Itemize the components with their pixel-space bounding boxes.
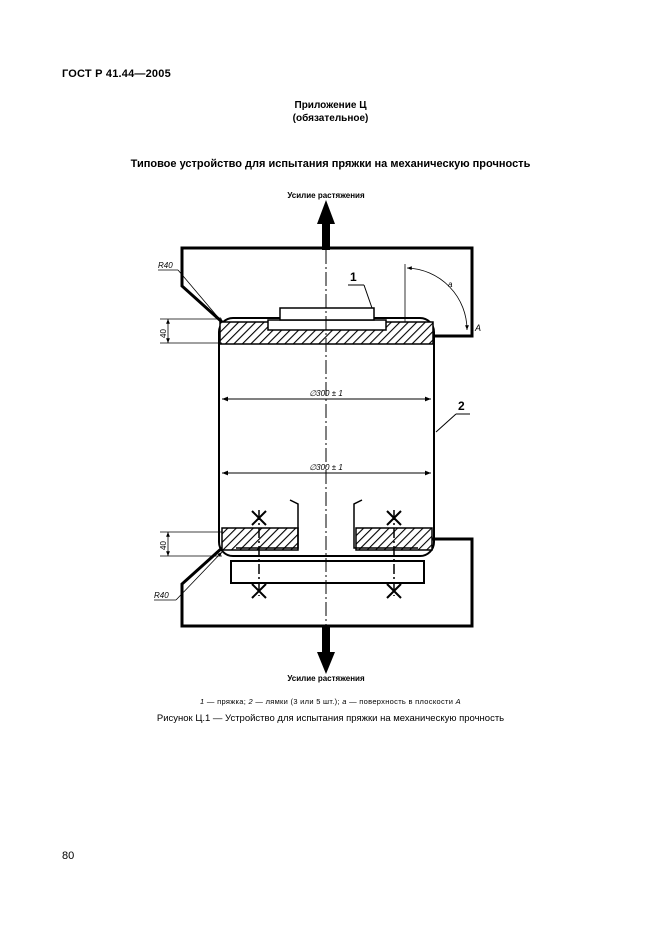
legend-num-A: A xyxy=(455,697,461,706)
legend-num-1: 1 xyxy=(200,697,205,706)
page-number: 80 xyxy=(62,850,75,862)
bolt-left xyxy=(251,510,267,599)
figure-legend: 1 — пряжка; 2 — лямки (3 или 5 шт.); a —… xyxy=(0,697,661,706)
bottom-plate xyxy=(230,560,425,584)
thickness-label-bottom: 40 xyxy=(159,541,168,550)
legend-text-a: — поверхность в плоскости xyxy=(346,697,456,706)
thickness-label-top: 40 xyxy=(159,329,168,338)
diameter-label-top: ∅300 ± 1 xyxy=(309,389,343,398)
strap-end-right xyxy=(353,499,418,549)
plane-label: A xyxy=(474,323,481,333)
strap-end-left xyxy=(236,499,299,549)
r40-bottom-leader xyxy=(175,551,223,601)
appendix-heading: Приложение Ц (обязательное) xyxy=(0,99,661,125)
appendix-title: Приложение Ц xyxy=(294,100,367,111)
callout-1-leader xyxy=(363,284,373,309)
diameter-label-bottom: ∅300 ± 1 xyxy=(309,463,343,472)
r40-top-leader xyxy=(177,269,223,323)
legend-text-1: — пряжка; xyxy=(204,697,249,706)
angle-arc xyxy=(406,266,469,331)
top-force-label: Усилие растяжения xyxy=(287,191,365,200)
callout-1: 1 xyxy=(350,270,357,284)
bottom-hatched-left xyxy=(221,527,299,551)
legend-text-2: — лямки (3 или 5 шт.); xyxy=(253,697,343,706)
document-header: ГОСТ Р 41.44—2005 xyxy=(62,68,171,80)
r40-bottom-label: R40 xyxy=(154,591,169,600)
legend-num-a: a xyxy=(342,697,347,706)
callout-2-leader xyxy=(435,413,457,433)
r40-top-label: R40 xyxy=(158,261,173,270)
bottom-force-arrow xyxy=(317,626,335,674)
angle-label: a xyxy=(448,280,453,289)
bolt-right xyxy=(386,510,402,599)
thickness-dimension-top xyxy=(160,318,222,344)
figure-caption: Рисунок Ц.1 — Устройство для испытания п… xyxy=(156,713,505,724)
buckle-base xyxy=(267,319,387,331)
legend-num-2: 2 xyxy=(248,697,253,706)
bottom-force-label: Усилие растяжения xyxy=(287,674,365,683)
top-clamp-frame xyxy=(180,246,474,338)
appendix-status: (обязательное) xyxy=(292,113,369,124)
callout-2: 2 xyxy=(458,399,465,413)
figure-title: Типовое устройство для испытания пряжки … xyxy=(130,158,531,170)
buckle xyxy=(279,307,375,321)
top-force-arrow xyxy=(317,200,335,250)
thickness-dimension-bottom xyxy=(160,531,222,557)
